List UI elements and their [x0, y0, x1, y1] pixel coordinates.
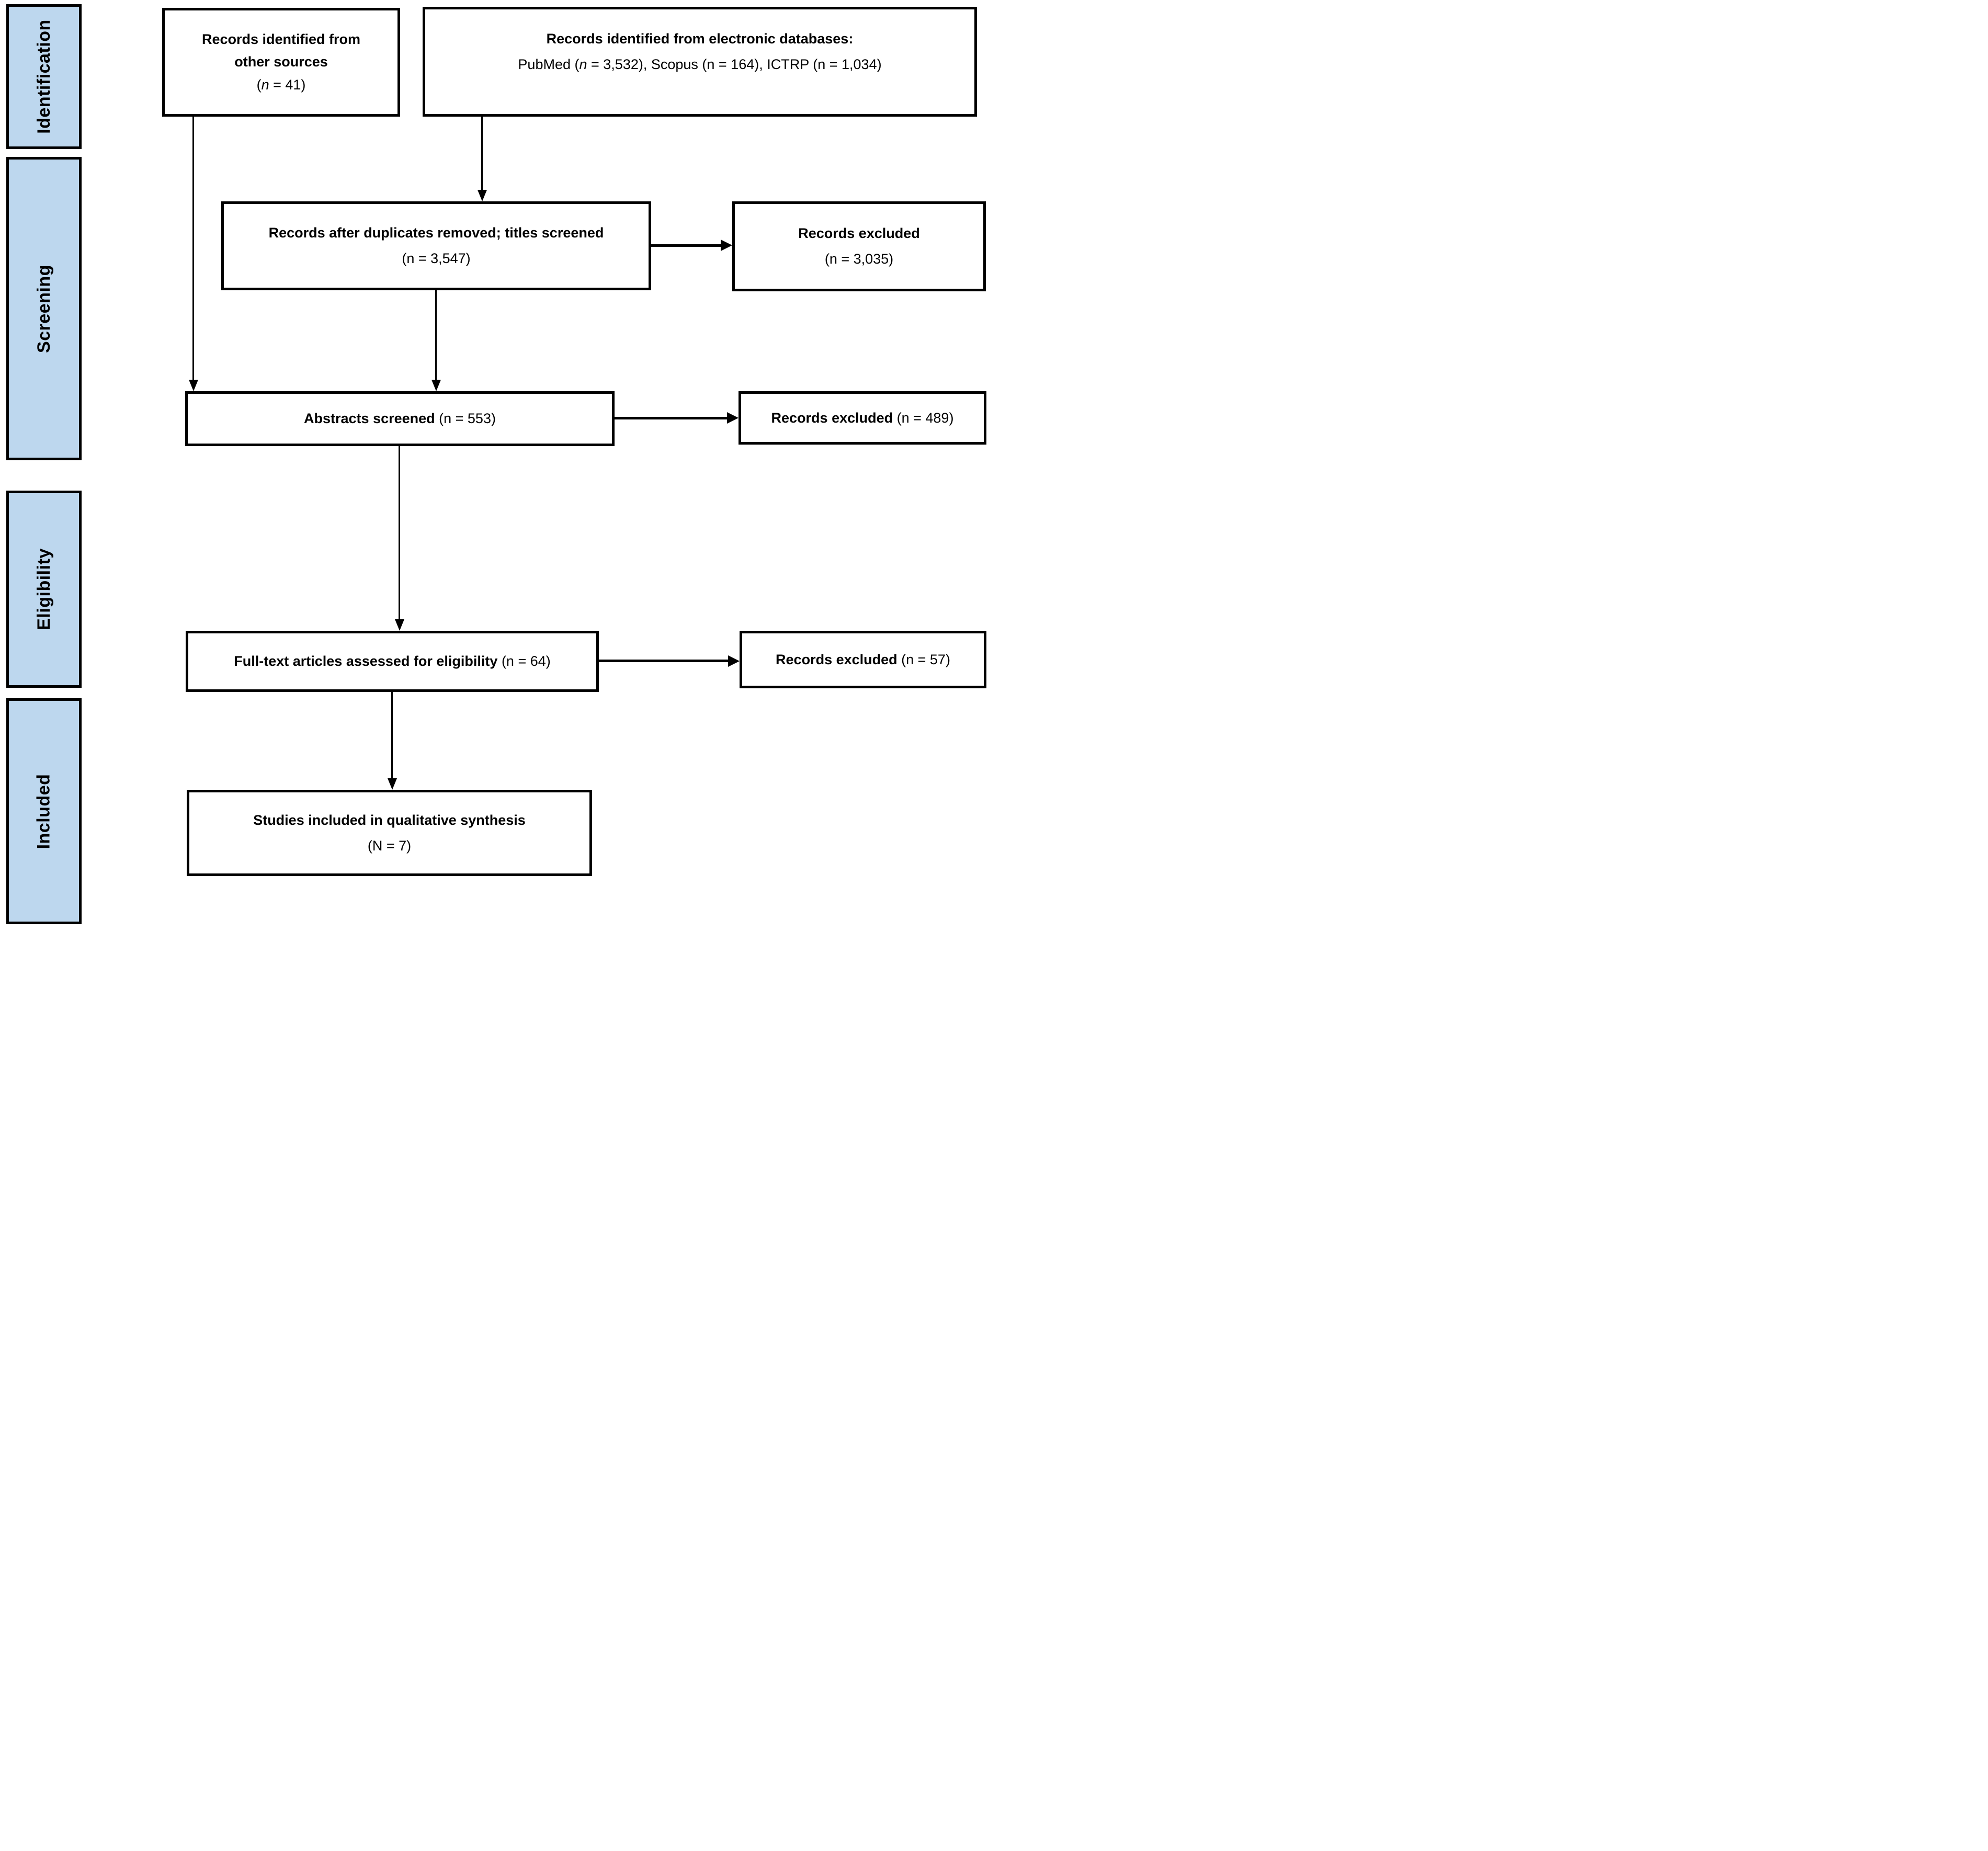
arrowhead-right-excluded-titles-icon [721, 240, 732, 251]
connector-duplicates-to-abstracts [435, 290, 437, 380]
box-duplicates-removed: Records after duplicates removed; titles… [221, 201, 651, 290]
databases-detail-pre: PubMed ( [518, 56, 580, 72]
box-duplicates-removed-count: (n = 3,547) [402, 251, 471, 266]
box-records-excluded-full-text-title: Records excluded [776, 651, 898, 667]
box-records-excluded-abstracts: Records excluded (n = 489) [739, 391, 986, 445]
arrowhead-down-abstracts-center-icon [431, 380, 441, 391]
connector-databases-to-duplicates [481, 117, 483, 190]
box-records-excluded-titles-count: (n = 3,035) [824, 251, 894, 267]
connector-abstracts-to-excluded [615, 417, 727, 419]
connector-other-sources-to-abstracts [192, 117, 194, 380]
arrowhead-down-duplicates-icon [478, 190, 487, 201]
box-records-excluded-abstracts-count: (n = 489) [893, 410, 954, 426]
box-studies-included: Studies included in qualitative synthesi… [187, 790, 592, 876]
box-abstracts-screened-title: Abstracts screened [304, 411, 435, 427]
phase-included-label: Included [33, 774, 54, 849]
box-records-excluded-full-text-count: (n = 57) [897, 651, 950, 667]
connector-fulltext-to-excluded [599, 660, 728, 662]
box-abstracts-screened-count: (n = 553) [435, 411, 496, 427]
box-duplicates-removed-title: Records after duplicates removed; titles… [268, 225, 604, 241]
databases-detail-n-italic: n [579, 56, 587, 72]
box-records-other-sources-line2: other sources [234, 54, 328, 70]
phase-eligibility-label: Eligibility [33, 548, 54, 630]
box-records-databases-title: Records identified from electronic datab… [546, 31, 854, 47]
arrowhead-down-included-icon [388, 778, 397, 790]
box-records-excluded-abstracts-title: Records excluded [771, 410, 893, 426]
count-n-italic: n [261, 76, 269, 93]
box-full-text-assessed-title: Full-text articles assessed for eligibil… [234, 653, 498, 669]
arrowhead-right-excluded-fulltext-icon [728, 655, 740, 667]
box-records-databases-detail: PubMed (n = 3,532), Scopus (n = 164), IC… [518, 52, 881, 77]
count-open-paren: ( [256, 76, 262, 93]
box-full-text-assessed-count: (n = 64) [497, 653, 551, 669]
phase-screening-label: Screening [33, 264, 54, 353]
box-records-excluded-full-text: Records excluded (n = 57) [740, 631, 986, 688]
box-records-databases: Records identified from electronic datab… [423, 7, 977, 117]
databases-detail-rest: = 3,532), Scopus (n = 164), ICTRP (n = 1… [587, 56, 882, 72]
box-full-text-assessed: Full-text articles assessed for eligibil… [186, 631, 599, 692]
box-records-excluded-titles: Records excluded (n = 3,035) [732, 201, 986, 291]
phase-included: Included [6, 698, 82, 924]
arrowhead-down-fulltext-icon [395, 619, 404, 631]
phase-identification-label: Identification [33, 19, 54, 134]
arrowhead-down-abstracts-left-icon [189, 380, 198, 391]
phase-screening: Screening [6, 157, 82, 460]
box-studies-included-title: Studies included in qualitative synthesi… [253, 812, 526, 828]
box-records-excluded-titles-title: Records excluded [798, 225, 920, 242]
arrowhead-right-excluded-abstracts-icon [727, 412, 739, 424]
phase-identification: Identification [6, 4, 82, 149]
box-records-other-sources: Records identified from other sources (n… [162, 8, 400, 117]
box-studies-included-count: (N = 7) [367, 837, 412, 854]
count-rest: = 41) [269, 76, 306, 93]
connector-duplicates-to-excluded [651, 244, 721, 247]
box-records-other-sources-line1: Records identified from [201, 31, 361, 48]
phase-eligibility: Eligibility [6, 491, 82, 688]
box-records-other-sources-count: (n = 41) [257, 74, 306, 96]
connector-abstracts-to-fulltext [399, 446, 400, 619]
prisma-flow-diagram: Identification Screening Eligibility Inc… [0, 0, 994, 926]
box-abstracts-screened: Abstracts screened (n = 553) [185, 391, 615, 446]
connector-fulltext-to-included [391, 692, 393, 778]
